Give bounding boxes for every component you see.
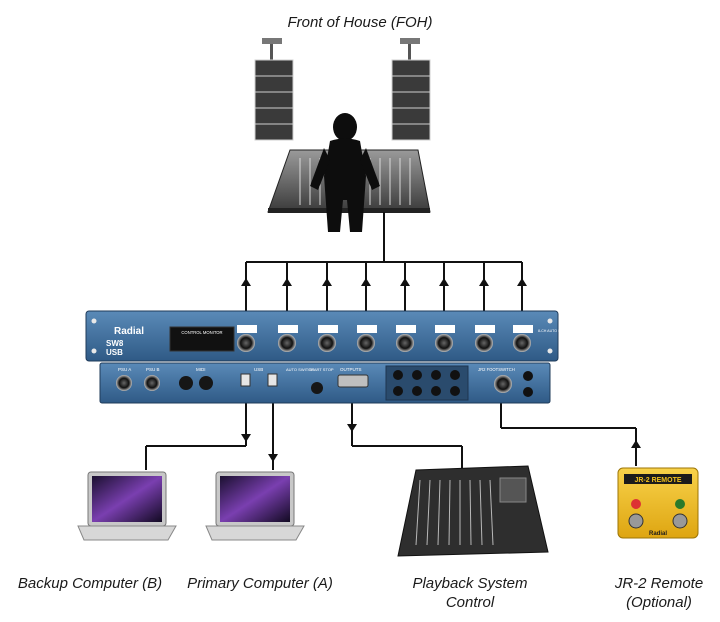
channel-number-8: 8 bbox=[516, 326, 519, 332]
playback-label-line1: Playback System bbox=[412, 575, 528, 592]
playback-mixer bbox=[397, 465, 549, 557]
sw8-front-panel: Radial SW8 USB CONTROL MONITOR 1 2 3 4 5… bbox=[85, 310, 593, 362]
channel-number-7: 7 bbox=[478, 326, 481, 332]
foh-label: Front of House (FOH) bbox=[287, 14, 433, 31]
backup-computer-laptop bbox=[77, 471, 177, 541]
sw8-rear-panel: PSU A PSU B MIDI USB AUTO SWITCH START S… bbox=[99, 362, 551, 404]
channel-number-1: 1 bbox=[240, 326, 243, 332]
speaker-array-right bbox=[391, 38, 431, 141]
channel-number-2: 2 bbox=[281, 326, 284, 332]
speaker-array-left bbox=[254, 38, 294, 141]
rear-label-midi: MIDI bbox=[196, 367, 206, 372]
channel-number-3: 3 bbox=[321, 326, 324, 332]
remote-label-line2: (Optional) bbox=[626, 594, 692, 611]
rear-label-auto-switch: AUTO SWITCH bbox=[286, 367, 314, 372]
channel-number-4: 4 bbox=[360, 326, 363, 332]
remote-title: JR-2 REMOTE bbox=[634, 477, 681, 484]
backup-computer-label: Backup Computer (B) bbox=[17, 575, 163, 592]
channel-jacks bbox=[237, 325, 533, 352]
rear-label-jr2-footswitch: JR2 FOOTSWITCH bbox=[478, 367, 515, 372]
engineer-silhouette bbox=[310, 113, 380, 232]
rear-label-usb: USB bbox=[254, 367, 263, 372]
control-monitor-label: CONTROL MONITOR bbox=[181, 330, 222, 335]
device-model-line1: SW8 bbox=[106, 339, 124, 348]
jr2-remote: JR-2 REMOTE Radial bbox=[617, 467, 699, 539]
arrowheads bbox=[241, 278, 641, 462]
playback-system-label: Playback System Control bbox=[395, 574, 545, 612]
channel-numbers: 1 2 3 4 5 6 7 8 bbox=[240, 326, 519, 332]
channel-number-5: 5 bbox=[399, 326, 402, 332]
channel-number-6: 6 bbox=[438, 326, 441, 332]
product-description: 8-CH AUTO BACKUP SWITCHER bbox=[538, 329, 593, 333]
device-model-line2: USB bbox=[106, 348, 123, 357]
remote-label-line1: JR-2 Remote bbox=[614, 575, 704, 592]
rear-label-psu-a: PSU A bbox=[118, 367, 131, 372]
rear-label-start-stop: START STOP bbox=[309, 367, 334, 372]
remote-brand: Radial bbox=[649, 531, 667, 537]
rear-label-outputs: OUTPUTS bbox=[340, 367, 362, 372]
device-brand: Radial bbox=[114, 326, 144, 337]
playback-label-line2: Control bbox=[445, 594, 495, 611]
primary-computer-label: Primary Computer (A) bbox=[187, 575, 333, 592]
jr2-remote-label: JR-2 Remote (Optional) bbox=[600, 574, 718, 612]
rear-label-psu-b: PSU B bbox=[146, 367, 160, 372]
primary-computer-laptop bbox=[205, 471, 305, 541]
